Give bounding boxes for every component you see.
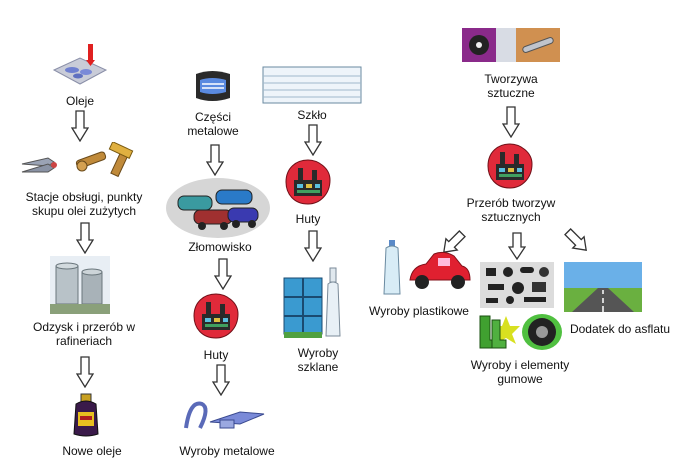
- label-glass-products: Wyroby szklane: [297, 346, 339, 374]
- oil-bottle-icon: [73, 393, 99, 437]
- metal-products-icon: [184, 401, 265, 429]
- arrow-down-4: [206, 144, 224, 176]
- arrow-down-9: [502, 106, 520, 138]
- glass-pane-icon: [262, 66, 362, 104]
- arrow-down-6: [212, 364, 230, 396]
- factory-icon: [487, 143, 533, 189]
- label-scrapyard: Złomowisko: [188, 240, 252, 254]
- arrow-down-2: [76, 222, 94, 254]
- label-glass: Szkło: [297, 108, 327, 122]
- tools-icon: [21, 142, 134, 178]
- label-oils: Oleje: [65, 94, 94, 108]
- arrow-down-10: [508, 232, 526, 260]
- arrow-down-left: [443, 230, 466, 253]
- label-asphalt-additive: Dodatek do asflatu: [569, 322, 671, 336]
- label-smelters-glass: Huty: [295, 212, 321, 226]
- label-service-stations: Stacje obsługi, punkty skupu olei zużyty…: [25, 190, 143, 218]
- label-rubber-products: Wyroby i elementy gumowe: [470, 358, 570, 386]
- scrapyard-cars-icon: [166, 178, 270, 238]
- plastic-bottle-car-icon: [383, 240, 471, 295]
- arrow-down-1: [71, 110, 89, 142]
- refinery-tanks-icon: [50, 256, 110, 314]
- label-metal-parts: Części metalowe: [187, 110, 239, 138]
- label-refineries: Odzysk i przerób w rafineriach: [32, 320, 136, 348]
- metal-parts-icon: [196, 71, 230, 101]
- oil-rig-icon: [52, 44, 108, 85]
- arrow-down-5: [214, 258, 232, 290]
- label-plastics: Tworzywa sztuczne: [484, 72, 538, 100]
- label-metal-products: Wyroby metalowe: [179, 444, 275, 458]
- arrow-down-8: [304, 230, 322, 262]
- arrow-down-7: [304, 124, 322, 156]
- label-plastics-processing: Przerób tworzyw sztucznych: [466, 196, 556, 224]
- glass-window-bottle-icon: [283, 267, 341, 338]
- factory-icon: [193, 293, 239, 339]
- road-icon: [564, 262, 642, 312]
- arrow-down-3: [76, 356, 94, 388]
- plastics-photo-icon: [462, 28, 560, 62]
- label-new-oils: Nowe oleje: [62, 444, 122, 458]
- arrow-down-right: [564, 228, 587, 251]
- boots-tire-icon: [479, 314, 562, 350]
- rubber-parts-icon: [480, 262, 554, 308]
- label-plastic-products: Wyroby plastikowe: [369, 304, 469, 318]
- label-smelters-metal: Huty: [203, 348, 229, 362]
- factory-icon: [285, 159, 331, 205]
